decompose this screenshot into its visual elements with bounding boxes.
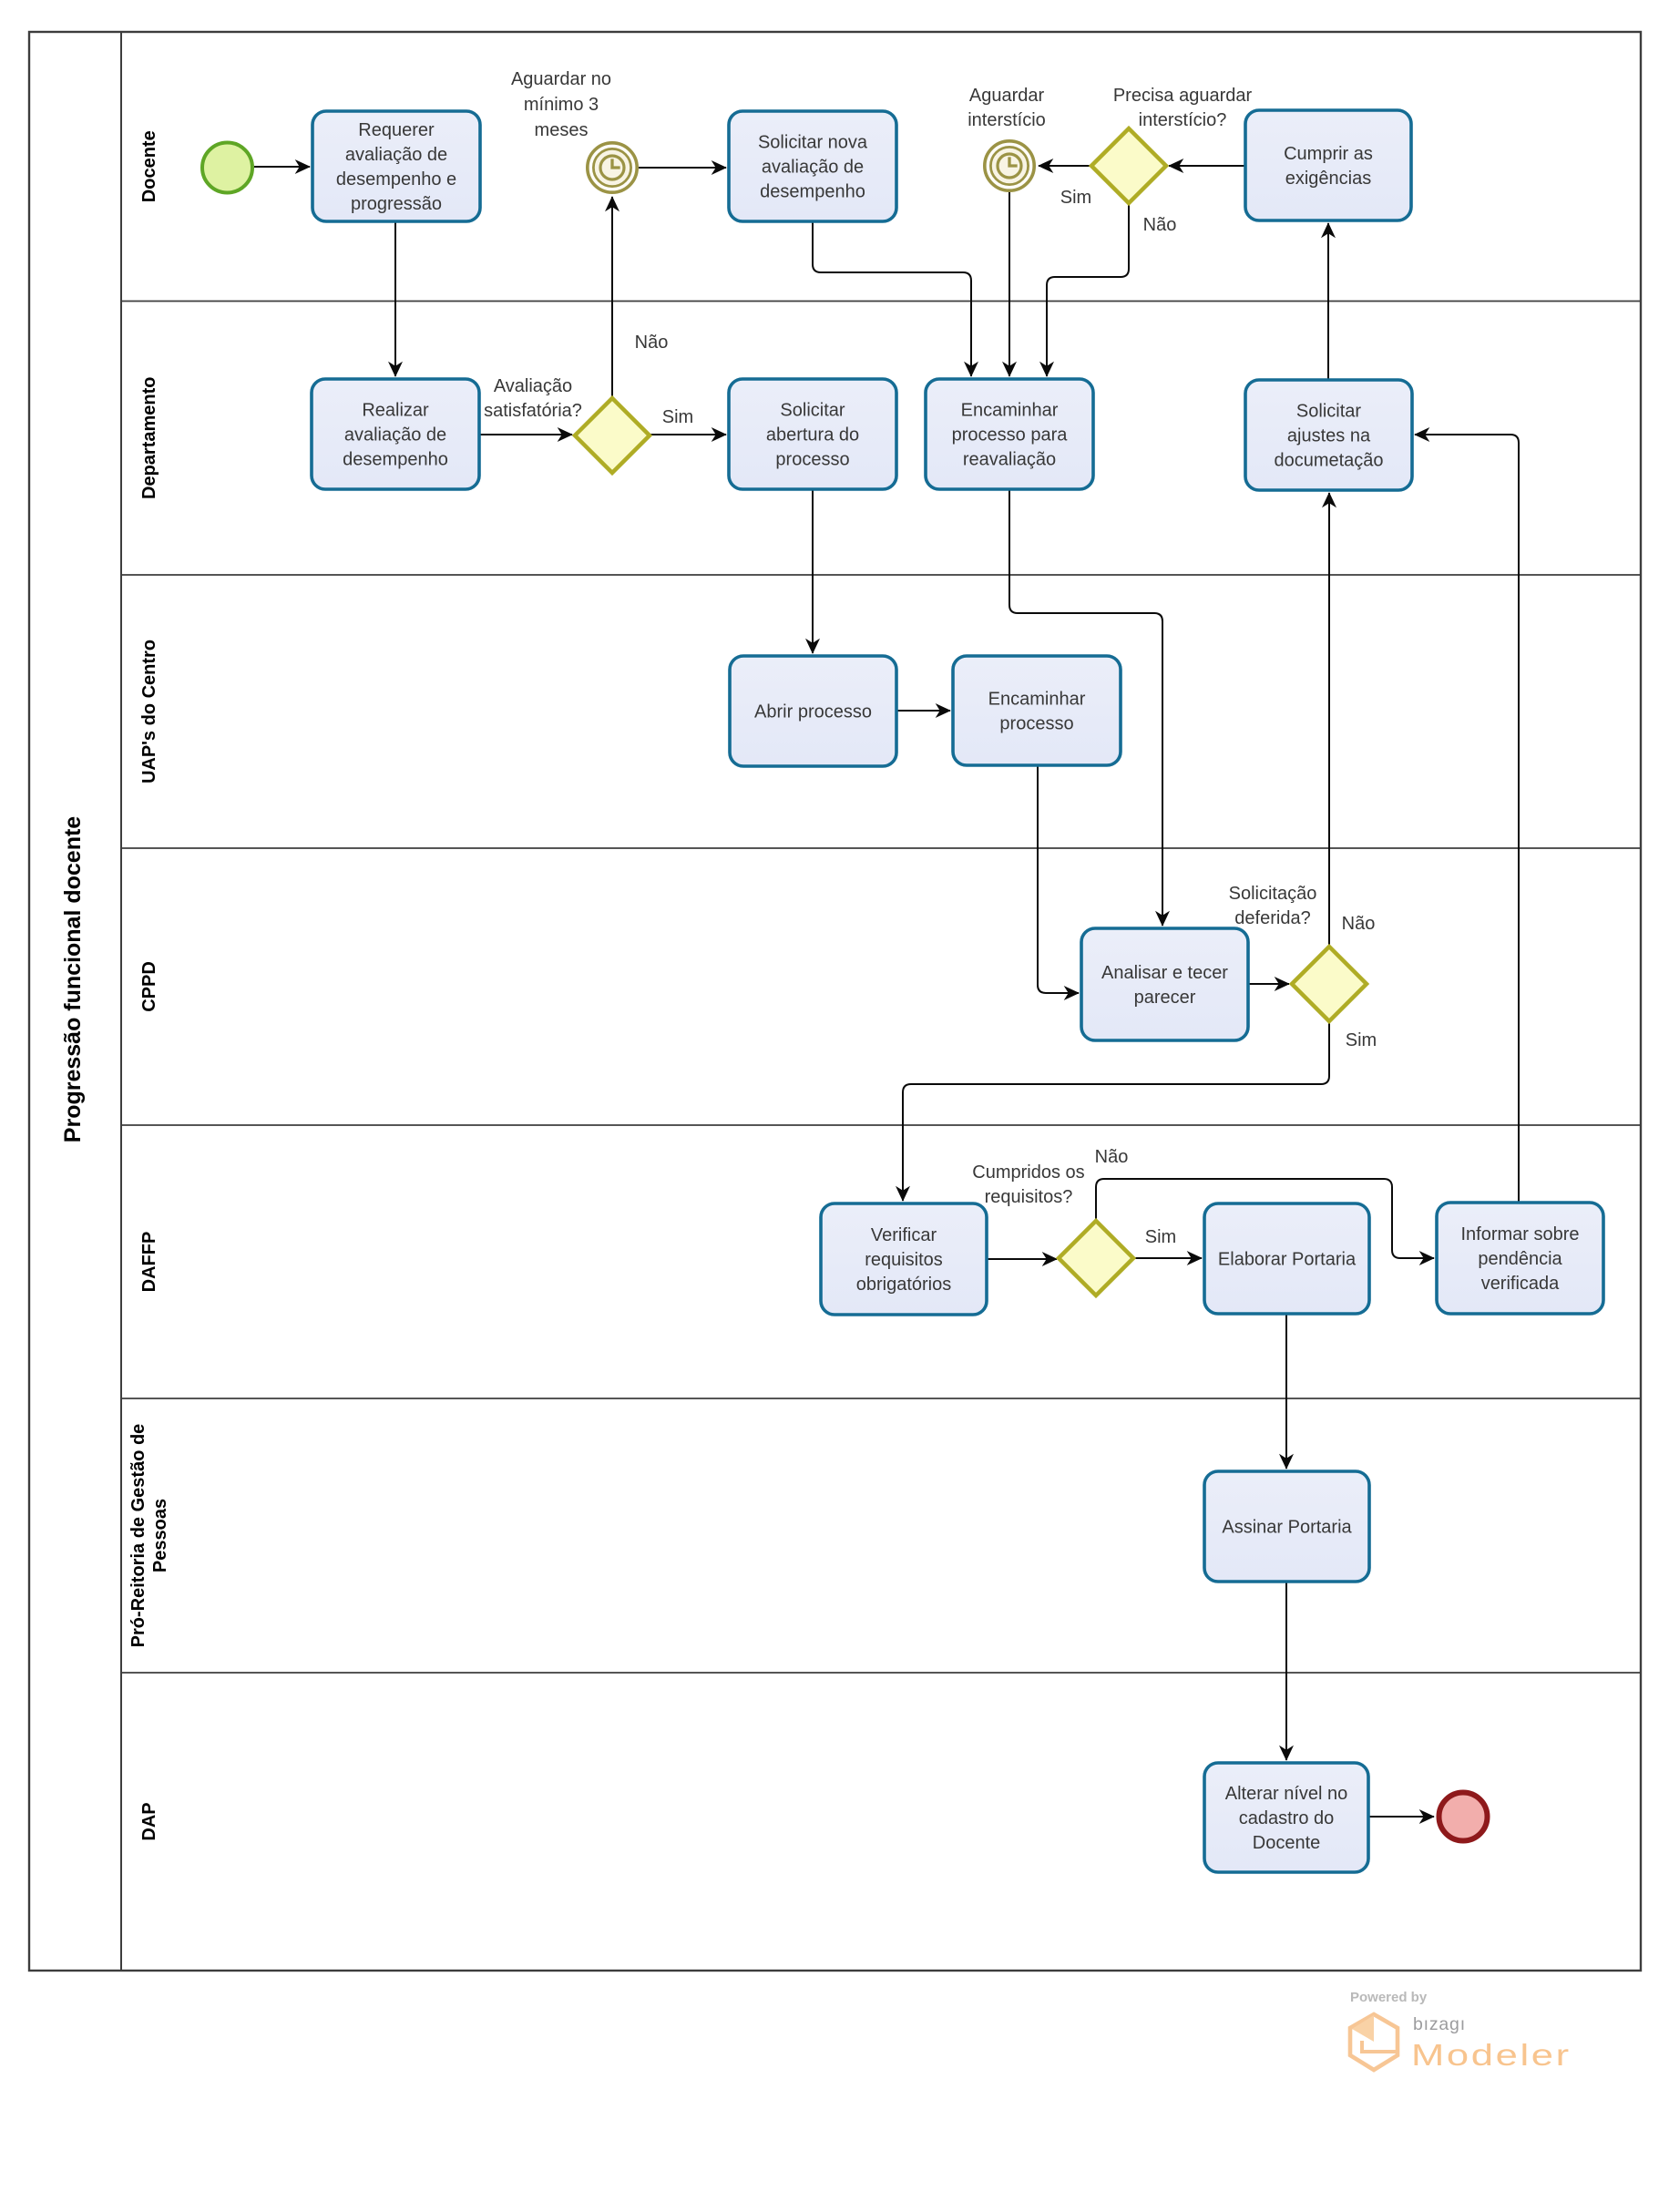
svg-text:DAFFP: DAFFP: [139, 1232, 159, 1293]
svg-text:Sim: Sim: [1145, 1227, 1176, 1247]
svg-text:Não: Não: [1143, 215, 1177, 235]
svg-text:Modeler: Modeler: [1411, 2039, 1572, 2073]
svg-text:Abrir processo: Abrir processo: [754, 702, 872, 722]
svg-text:Elaborar Portaria: Elaborar Portaria: [1218, 1250, 1357, 1270]
svg-text:Não: Não: [635, 333, 669, 353]
svg-text:DAP: DAP: [139, 1802, 159, 1840]
svg-text:UAP's do Centro: UAP's do Centro: [139, 640, 159, 783]
svg-text:bızagı: bızagı: [1413, 2014, 1466, 2034]
svg-text:Não: Não: [1095, 1147, 1129, 1167]
svg-text:Sim: Sim: [1060, 188, 1091, 208]
svg-text:Não: Não: [1342, 914, 1376, 934]
svg-text:Sim: Sim: [662, 407, 693, 427]
svg-text:Powered by: Powered by: [1350, 1990, 1428, 2005]
svg-text:Assinar Portaria: Assinar Portaria: [1222, 1518, 1352, 1538]
svg-text:CPPD: CPPD: [139, 961, 159, 1012]
svg-text:Docente: Docente: [139, 130, 159, 202]
svg-text:Sim: Sim: [1346, 1030, 1377, 1050]
svg-text:Progressão funcional docente: Progressão funcional docente: [60, 816, 86, 1143]
svg-text:Departamento: Departamento: [139, 377, 159, 499]
